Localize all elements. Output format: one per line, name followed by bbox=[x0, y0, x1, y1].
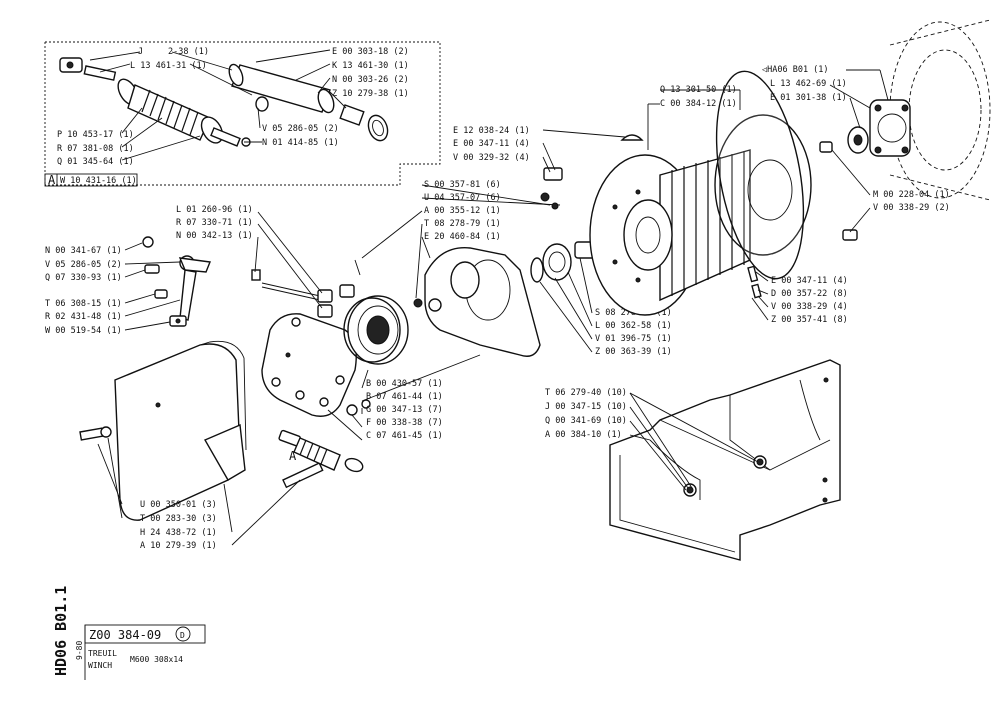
inset-label-l0: J bbox=[138, 47, 143, 57]
spring-marker: A bbox=[289, 449, 297, 463]
motor-leader-lines bbox=[829, 69, 889, 233]
hub-label-2: V 01 396-75 (1) bbox=[595, 334, 672, 344]
drum-top-label-1: C 00 384-12 (1) bbox=[660, 99, 737, 109]
part-number: Z00 384-09 bbox=[89, 628, 161, 642]
drum-top-label-0: Q 13 301-50 (1) bbox=[660, 85, 737, 95]
center-label-3: T 08 278-79 (1) bbox=[424, 219, 501, 229]
bottom-center-label-4: C 07 461-45 (1) bbox=[366, 431, 443, 441]
drum-bolt-label-2: V 00 338-29 (4) bbox=[771, 302, 848, 312]
cover-label-0: U 00 350-01 (3) bbox=[140, 500, 217, 510]
center-leader-lines bbox=[327, 184, 561, 441]
brake-label-1: R 07 330-71 (1) bbox=[176, 218, 253, 228]
center-label-1: U 04 357-07 (6) bbox=[424, 193, 501, 203]
spring-a-assembly: A bbox=[278, 429, 364, 473]
lever-label-1: V 05 286-05 (2) bbox=[45, 260, 122, 270]
drum-side-label-0: E 12 038-24 (1) bbox=[453, 126, 530, 136]
drum-bolt-label-3: Z 00 357-41 (8) bbox=[771, 315, 848, 325]
lever-label-2: Q 07 330-93 (1) bbox=[45, 273, 122, 283]
lever-label-5: W 00 519-54 (1) bbox=[45, 326, 122, 336]
drum-side-label-2: V 00 329-32 (4) bbox=[453, 153, 530, 163]
brake-cover bbox=[79, 340, 324, 546]
lever-assembly bbox=[124, 211, 333, 331]
bottom-center-label-0: B 00 430-57 (1) bbox=[366, 379, 443, 389]
bottom-center-label-2: G 00 347-13 (7) bbox=[366, 405, 443, 415]
center-label-4: E 20 460-84 (1) bbox=[424, 232, 501, 242]
inset-detail-a: J L 13 461-31 (1) P 10 453-17 (1) R 07 3… bbox=[44, 41, 441, 187]
brake-plate bbox=[261, 313, 357, 417]
inset-spring-assembly bbox=[59, 57, 251, 147]
inset-label-r0: 2-38 (1) bbox=[168, 47, 209, 57]
drive-flange bbox=[819, 99, 911, 241]
brake-label-0: L 01 260-96 (1) bbox=[176, 205, 253, 215]
lever-label-3: T 06 308-15 (1) bbox=[45, 299, 122, 309]
winch-drum bbox=[543, 70, 812, 316]
lever-label-4: R 02 431-48 (1) bbox=[45, 312, 122, 322]
frame-label-2: Q 00 341-69 (10) bbox=[545, 416, 627, 426]
lever-label-0: N 00 341-67 (1) bbox=[45, 246, 122, 256]
inset-label-r2: K 13 461-30 (1) bbox=[332, 61, 409, 71]
cover-label-2: H 24 438-72 (1) bbox=[140, 528, 217, 538]
inset-leader-lines bbox=[89, 49, 347, 161]
drum-bolts bbox=[747, 265, 769, 321]
brake-disc bbox=[339, 259, 409, 416]
hub-label-1: L 00 362-58 (1) bbox=[595, 321, 672, 331]
drawing-date: 9-80 bbox=[75, 641, 84, 660]
winch-frame bbox=[609, 359, 841, 561]
inset-label-r4: Z 10 279-38 (1) bbox=[332, 89, 409, 99]
inset-label-l2: P 10 453-17 (1) bbox=[57, 130, 134, 140]
center-label-2: A 00 355-12 (1) bbox=[424, 206, 501, 216]
drum-bolt-label-0: E 00 347-11 (4) bbox=[771, 276, 848, 286]
bottom-center-label-3: F 00 338-38 (7) bbox=[366, 418, 443, 428]
cover-label-1: T 00 283-30 (3) bbox=[140, 514, 217, 524]
motor-label-0: ◁HA06 B01 (1) bbox=[761, 65, 829, 75]
name-french: TREUIL bbox=[88, 649, 117, 658]
frame-label-1: J 00 347-15 (10) bbox=[545, 402, 627, 412]
name-english: WINCH bbox=[88, 661, 112, 670]
inset-cylinder-assembly bbox=[228, 63, 389, 142]
motor-label-1: L 13 462-69 (1) bbox=[770, 79, 847, 89]
vertical-drawing-code: HD06 B01.1 bbox=[52, 586, 70, 676]
brake-housing bbox=[413, 247, 541, 357]
drum-side-label-1: E 00 347-11 (4) bbox=[453, 139, 530, 149]
center-label-0: S 00 357-81 (6) bbox=[424, 180, 501, 190]
inset-label-l1: L 13 461-31 (1) bbox=[130, 61, 207, 71]
inset-label-l3: R 07 381-08 (1) bbox=[57, 144, 134, 154]
inset-label-r3: N 00 303-26 (2) bbox=[332, 75, 409, 85]
inset-label-r1: E 00 303-18 (2) bbox=[332, 47, 409, 57]
motor-label-2: E 01 301-38 (1) bbox=[770, 93, 847, 103]
revision-letter: D bbox=[180, 631, 185, 640]
title-block: HD06 B01.1 9-80 Z00 384-09 D TREUIL WINC… bbox=[52, 586, 206, 680]
model-designation: M600 308x14 bbox=[130, 655, 183, 664]
frame-label-0: T 06 279-40 (10) bbox=[545, 388, 627, 398]
inset-code: W 10 431-16 (1) bbox=[60, 176, 137, 186]
cover-label-3: A 10 279-39 (1) bbox=[140, 541, 217, 551]
inset-marker: A bbox=[48, 173, 56, 187]
hub-label-3: Z 00 363-39 (1) bbox=[595, 347, 672, 357]
brake-label-2: N 00 342-13 (1) bbox=[176, 231, 253, 241]
drum-bolt-label-1: D 00 357-22 (8) bbox=[771, 289, 848, 299]
inset-label-r5: V 05 286-05 (2) bbox=[262, 124, 339, 134]
inset-label-l4: Q 01 345-64 (1) bbox=[57, 157, 134, 167]
frame-label-3: A 00 384-10 (1) bbox=[545, 430, 622, 440]
motor-bolt-label-1: V 00 338-29 (2) bbox=[873, 203, 950, 213]
bottom-center-label-1: B 07 461-44 (1) bbox=[366, 392, 443, 402]
motor-bolt-label-0: M 00 228-04 (1) bbox=[873, 190, 950, 200]
inset-label-r6: N 01 414-85 (1) bbox=[262, 138, 339, 148]
drum-leader-lines bbox=[542, 89, 741, 173]
